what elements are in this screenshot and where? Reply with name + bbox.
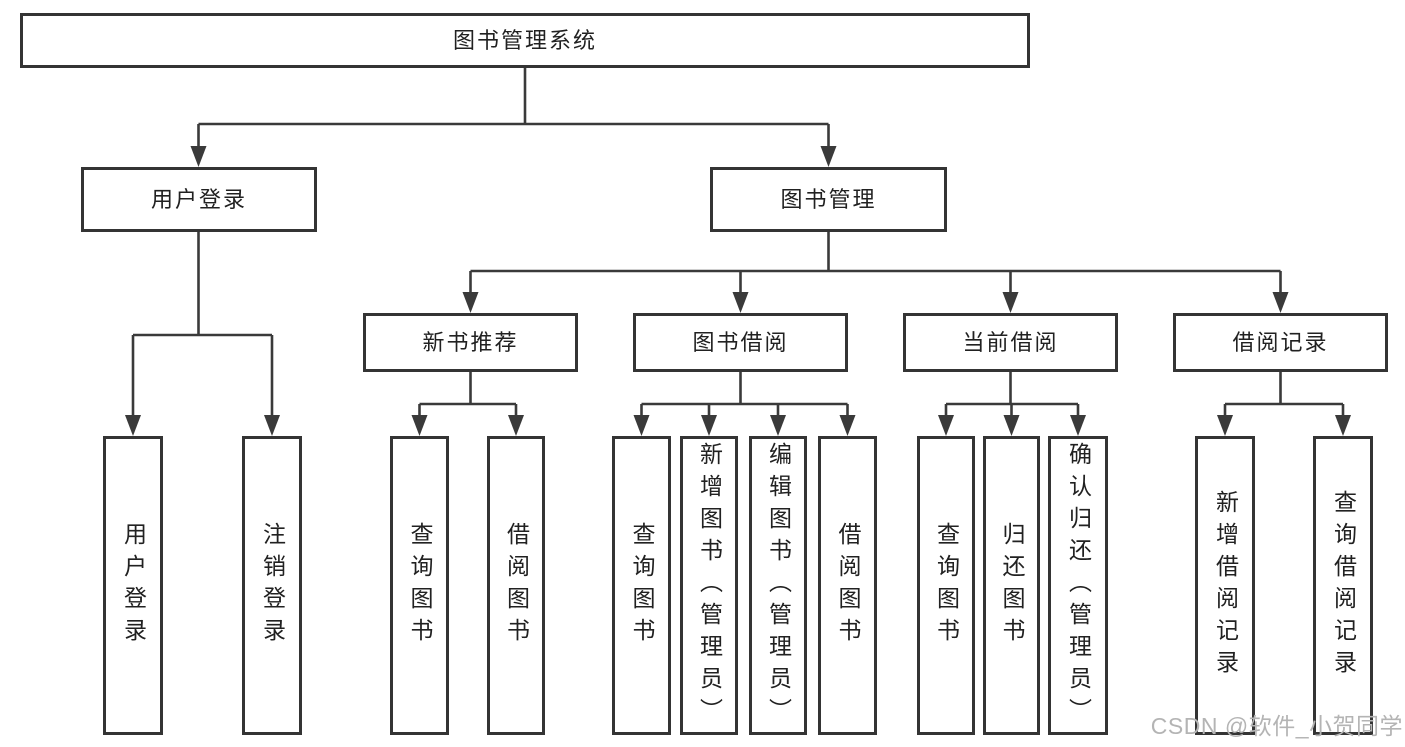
node-book-management-label: 图书管理 (780, 186, 877, 212)
connector-user-login (125, 232, 280, 436)
leaf-query-books-borrowing: 查询图书 (612, 436, 671, 735)
node-current-borrowing-label: 当前借阅 (962, 329, 1059, 355)
leaf-user-login-label: 用户登录 (120, 521, 147, 650)
leaf-query-books-borrowing-label: 查询图书 (629, 521, 655, 650)
leaf-add-books-admin-label: 新增图书（管理员） (696, 441, 723, 730)
node-borrow-records-label: 借阅记录 (1232, 329, 1329, 355)
leaf-query-books-current: 查询图书 (917, 436, 975, 735)
node-new-book-recommend: 新书推荐 (363, 313, 578, 372)
leaf-borrow-books-recommend-label: 借阅图书 (503, 521, 530, 650)
watermark: CSDN @软件_小贺同学 (1150, 713, 1403, 739)
node-root-label: 图书管理系统 (452, 27, 597, 53)
node-user-login: 用户登录 (81, 167, 317, 232)
node-user-login-label: 用户登录 (150, 186, 247, 212)
leaf-user-login: 用户登录 (103, 436, 163, 735)
connector-current-borrowing (938, 372, 1086, 436)
connector-new-book-recommend (411, 372, 524, 436)
node-book-borrowing: 图书借阅 (633, 313, 848, 372)
leaf-return-books-label: 归还图书 (999, 521, 1025, 650)
leaf-borrow-books-recommend: 借阅图书 (487, 436, 545, 735)
leaf-edit-books-admin-label: 编辑图书（管理员） (765, 441, 792, 730)
connector-root (190, 68, 837, 167)
leaf-query-books-recommend-label: 查询图书 (407, 521, 433, 650)
leaf-return-books: 归还图书 (983, 436, 1040, 735)
node-root: 图书管理系统 (20, 13, 1030, 68)
leaf-edit-books-admin: 编辑图书（管理员） (749, 436, 807, 735)
node-book-management: 图书管理 (710, 167, 947, 232)
leaf-add-books-admin: 新增图书（管理员） (680, 436, 738, 735)
leaf-add-borrow-record: 新增借阅记录 (1195, 436, 1255, 735)
leaf-query-books-current-label: 查询图书 (933, 521, 960, 650)
node-new-book-recommend-label: 新书推荐 (422, 329, 519, 355)
leaf-query-books-recommend: 查询图书 (390, 436, 449, 735)
leaf-logout-login: 注销登录 (242, 436, 302, 735)
connector-book-management (462, 232, 1289, 313)
leaf-borrow-books-borrowing-label: 借阅图书 (835, 521, 861, 650)
leaf-add-borrow-record-label: 新增借阅记录 (1212, 489, 1239, 682)
leaf-query-borrow-record-label: 查询借阅记录 (1330, 489, 1357, 682)
leaf-logout-login-label: 注销登录 (259, 521, 286, 650)
leaf-confirm-return-admin-label: 确认归还（管理员） (1065, 441, 1092, 730)
leaf-query-borrow-record: 查询借阅记录 (1313, 436, 1373, 735)
leaf-borrow-books-borrowing: 借阅图书 (818, 436, 877, 735)
node-book-borrowing-label: 图书借阅 (692, 329, 789, 355)
node-borrow-records: 借阅记录 (1173, 313, 1388, 372)
node-current-borrowing: 当前借阅 (903, 313, 1118, 372)
connector-borrow-records (1217, 372, 1351, 436)
connector-book-borrowing (633, 372, 856, 436)
leaf-confirm-return-admin: 确认归还（管理员） (1048, 436, 1108, 735)
